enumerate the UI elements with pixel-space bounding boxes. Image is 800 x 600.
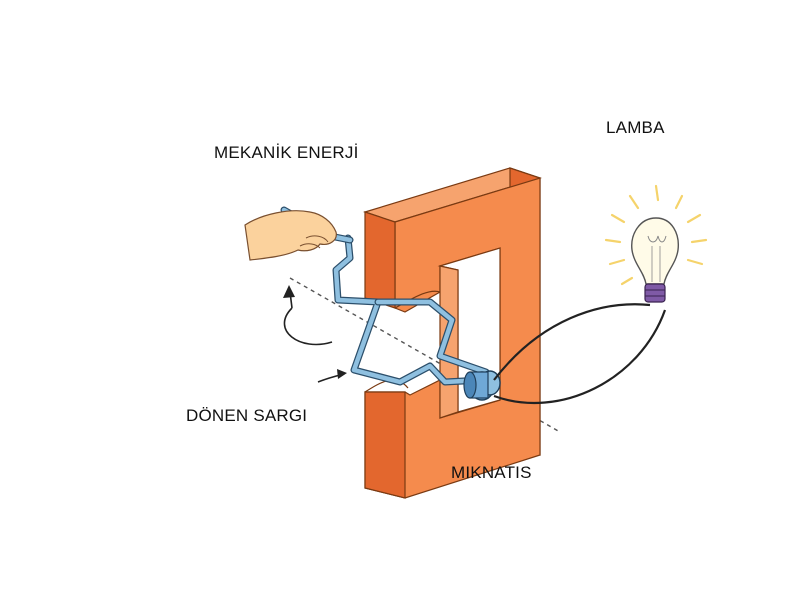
lamp-label: LAMBA bbox=[606, 118, 665, 137]
rotation-arrow-icon bbox=[283, 285, 333, 346]
hand-icon bbox=[244, 210, 337, 261]
wires bbox=[493, 303, 667, 405]
coil-pointer-arrow-icon bbox=[317, 369, 347, 383]
light-bulb-icon bbox=[604, 184, 708, 303]
mechanical-energy-label: MEKANİK ENERJİ bbox=[214, 143, 359, 162]
bulb-base bbox=[644, 283, 666, 303]
magnet-upper-arm-side bbox=[364, 211, 396, 309]
magnet bbox=[363, 167, 542, 499]
bulb-glass bbox=[631, 217, 679, 285]
magnet-label: MIKNATIS bbox=[451, 463, 532, 482]
rotating-coil bbox=[332, 234, 490, 386]
magnet-lower-arm-side bbox=[364, 391, 406, 499]
rotating-coil-label: DÖNEN SARGI bbox=[186, 406, 308, 425]
bulb-rays bbox=[604, 184, 708, 286]
